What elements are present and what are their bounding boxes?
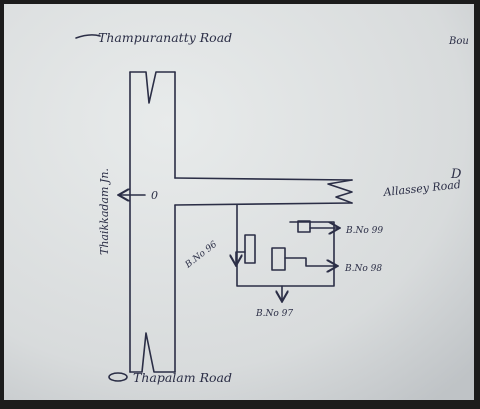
top-road-break bbox=[129, 71, 176, 104]
building-96-arrow bbox=[236, 251, 246, 264]
main-road-outline bbox=[129, 71, 176, 373]
building-96 bbox=[244, 234, 256, 264]
edge-text-right: D bbox=[450, 167, 462, 182]
top-road-label: Thampuranatty Road bbox=[98, 30, 232, 45]
building-99 bbox=[297, 220, 311, 233]
paper-sheet bbox=[4, 4, 474, 400]
building-98-label: B.No 98 bbox=[344, 264, 382, 274]
bottom-road-break bbox=[129, 332, 176, 373]
junction-marker: 0 bbox=[151, 189, 158, 202]
right-road-break bbox=[327, 179, 353, 204]
bottom-road-label: Thapalam Road bbox=[133, 370, 232, 385]
top-road-underline bbox=[75, 34, 101, 39]
building-98-arrow bbox=[284, 257, 336, 266]
bottom-road-scribble bbox=[108, 372, 128, 382]
right-road-outline bbox=[174, 177, 353, 206]
building-97-label: B.No 97 bbox=[255, 309, 293, 319]
building-98 bbox=[271, 247, 286, 271]
building-99-label: B.No 99 bbox=[345, 226, 383, 236]
left-junction-label: Thaikkadam Jn. bbox=[98, 168, 111, 255]
edge-text-top: Bou bbox=[448, 36, 469, 47]
